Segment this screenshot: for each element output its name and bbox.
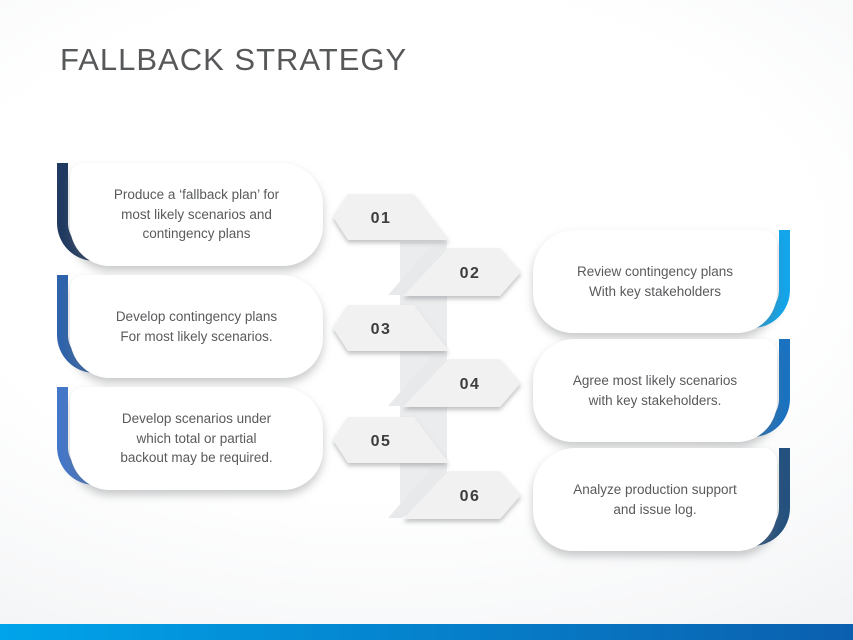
arrow-04-number: 04 <box>460 376 481 393</box>
card-text-line: Analyze production support <box>573 481 737 497</box>
card-text: Develop contingency plans For most likel… <box>70 275 323 378</box>
card-accent-bar <box>57 163 106 261</box>
arrow-02-shape <box>403 248 521 296</box>
card-text-line: which total or partial <box>136 430 257 446</box>
card-text-line: For most likely scenarios. <box>120 328 273 344</box>
card-text-line: with key stakeholders. <box>588 392 722 408</box>
card-text-line: With key stakeholders <box>588 283 722 299</box>
card-text-line: contingency plans <box>142 226 251 242</box>
arrow-03-shape <box>333 305 449 351</box>
footer-accent-bar <box>0 624 853 640</box>
card-surface: Review contingency plans With key stakeh… <box>533 230 777 333</box>
step-arrow-02: 02 <box>403 248 521 296</box>
card-text-line: Develop scenarios under <box>121 411 272 427</box>
step-card-02: Review contingency plans With key stakeh… <box>533 230 790 333</box>
card-text-line: Produce a ‘fallback plan’ for <box>113 187 280 203</box>
card-surface: Develop scenarios under which total or p… <box>70 387 323 490</box>
step-card-05: Develop scenarios under which total or p… <box>57 387 323 490</box>
arrow-04-shape <box>403 359 521 407</box>
ribbon-fold-2 <box>388 355 447 406</box>
card-text-line: Agree most likely scenarios <box>572 372 738 388</box>
card-text: Analyze production support and issue log… <box>533 448 777 551</box>
card-text-line: and issue log. <box>613 501 697 517</box>
ribbon-fold-1 <box>388 244 447 295</box>
arrow-02-number: 02 <box>460 265 481 282</box>
card-text: Produce a ‘fallback plan’ for most likel… <box>70 163 323 266</box>
step-arrow-03: 03 <box>333 305 449 351</box>
card-text-line: Review contingency plans <box>576 263 734 279</box>
arrow-06-number: 06 <box>460 488 481 505</box>
card-accent-bar <box>741 230 790 328</box>
step-card-04: Agree most likely scenarios with key sta… <box>533 339 790 442</box>
arrow-05-shape <box>333 417 449 463</box>
card-accent-bar <box>741 448 790 546</box>
step-arrow-05: 05 <box>333 417 449 463</box>
arrow-01-shape <box>333 194 449 240</box>
card-text-line: backout may be required. <box>120 450 273 466</box>
step-card-01: Produce a ‘fallback plan’ for most likel… <box>57 163 323 266</box>
card-surface: Develop contingency plans For most likel… <box>70 275 323 378</box>
card-text-line: most likely scenarios and <box>121 206 272 222</box>
step-card-06: Analyze production support and issue log… <box>533 448 790 551</box>
arrow-03-number: 03 <box>371 321 392 338</box>
step-arrow-06: 06 <box>403 471 521 519</box>
card-accent-bar <box>741 339 790 437</box>
card-surface: Produce a ‘fallback plan’ for most likel… <box>70 163 323 266</box>
step-card-03: Develop contingency plans For most likel… <box>57 275 323 378</box>
card-text: Review contingency plans With key stakeh… <box>533 230 777 333</box>
card-accent-bar <box>57 387 106 485</box>
card-surface: Agree most likely scenarios with key sta… <box>533 339 777 442</box>
arrow-01-number: 01 <box>371 210 392 227</box>
page-title: FALLBACK STRATEGY <box>60 42 408 77</box>
step-arrow-04: 04 <box>403 359 521 407</box>
step-arrow-01: 01 <box>333 194 449 240</box>
card-text: Develop scenarios under which total or p… <box>70 387 323 490</box>
card-accent-bar <box>57 275 106 373</box>
card-surface: Analyze production support and issue log… <box>533 448 777 551</box>
card-text-line: Develop contingency plans <box>115 308 278 324</box>
card-text: Agree most likely scenarios with key sta… <box>533 339 777 442</box>
ribbon-fold-3 <box>388 467 447 518</box>
arrow-06-shape <box>403 471 521 519</box>
arrow-05-number: 05 <box>371 433 392 450</box>
process-ribbon: 01 02 03 04 05 06 <box>333 194 521 519</box>
